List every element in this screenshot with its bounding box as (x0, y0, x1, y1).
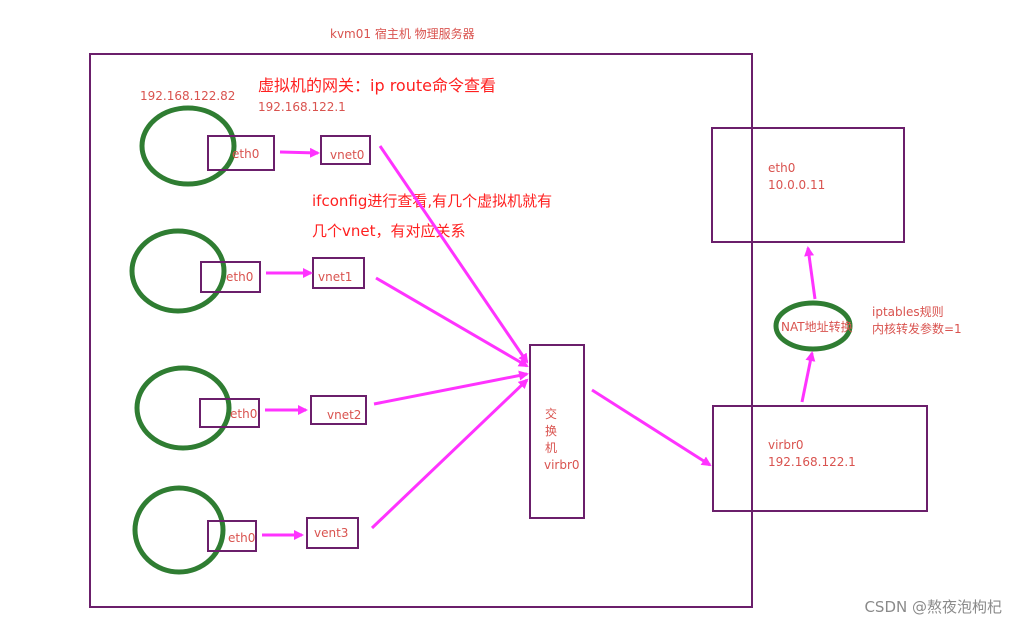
host-title: kvm01 宿主机 物理服务器 (330, 26, 475, 41)
vm-ip-label: 192.168.122.82 (140, 89, 235, 103)
vm-3-circle (132, 485, 226, 575)
iptables-rule-label: iptables规则 (872, 304, 944, 319)
vm-3-vnet-box (306, 517, 359, 549)
gateway-note: 虚拟机的网关：ip route命令查看 (258, 76, 496, 95)
gateway-ip-label: 192.168.122.1 (258, 100, 346, 114)
nat-circle (773, 300, 853, 352)
host-eth0-ip: 10.0.0.11 (768, 178, 825, 192)
vm-1-circle (129, 228, 227, 314)
vm-0-vnet-label: vnet0 (330, 148, 364, 162)
vm-2-eth-box (199, 398, 260, 428)
arrow-switch-to-virbr0 (591, 388, 712, 467)
arrow-vnet1-to-switch (375, 276, 529, 368)
vm-2-vnet-box (310, 395, 367, 425)
vm-1-vnet-label: vnet1 (318, 270, 352, 284)
vm-2-vnet-label: vnet2 (327, 408, 361, 422)
arrow-nat-to-eth0 (804, 246, 817, 300)
switch-name: virbr0 (544, 458, 580, 472)
vm-0-vnet-box (320, 135, 371, 165)
vm-3-vnet-label: vent3 (314, 526, 348, 540)
vm-0-eth-box (207, 135, 275, 171)
host-eth0-box (711, 127, 905, 243)
virbr0-box-name: virbr0 (768, 438, 804, 452)
vm-3-eth-box (207, 520, 257, 552)
vm-0-eth-label: eth0 (232, 147, 259, 161)
switch-box (529, 344, 585, 519)
switch-char-1: 换 (545, 424, 557, 438)
vm-1-vnet-box (312, 257, 365, 289)
nat-label: NAT地址转换 (781, 319, 853, 334)
vm-1-eth-label: eth0 (226, 270, 253, 284)
vm-2-eth-label: eth0 (230, 407, 257, 421)
watermark: CSDN @熬夜泡枸杞 (864, 598, 1002, 616)
kernel-forward-label: 内核转发参数=1 (872, 321, 962, 336)
ifconfig-note-line1: ifconfig进行查看,有几个虚拟机就有 (312, 192, 552, 210)
virbr0-box-ip: 192.168.122.1 (768, 455, 856, 469)
vm-2-circle (134, 365, 232, 451)
virbr0-box (712, 405, 928, 512)
vm-0-circle (139, 105, 237, 187)
arrow-virbr0-to-nat (800, 351, 816, 403)
host-eth0-name: eth0 (768, 161, 795, 175)
ifconfig-note-line2: 几个vnet，有对应关系 (312, 222, 466, 240)
arrow-vnet2-to-switch (373, 370, 529, 406)
arrow-vnet0-to-switch (378, 145, 529, 364)
arrow-vm0-to-vnet0 (279, 147, 320, 158)
vm-1-eth-box (200, 261, 261, 293)
vm-3-eth-label: eth0 (228, 531, 255, 545)
switch-char-0: 交 (545, 406, 557, 421)
switch-char-2: 机 (545, 441, 557, 455)
host-server-box (89, 53, 753, 608)
arrow-vnet3-to-switch (370, 378, 529, 530)
